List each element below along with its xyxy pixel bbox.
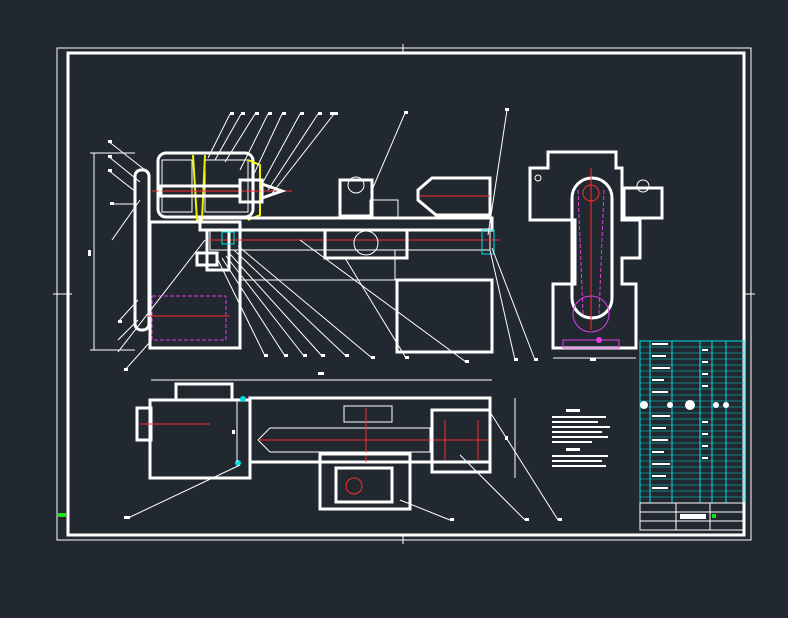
technical-notes (552, 409, 610, 467)
sheet-border (53, 44, 755, 544)
leader-lines (107, 109, 559, 521)
leader-tags (88, 108, 596, 521)
side-view (528, 150, 664, 359)
parts-list-table (639, 340, 745, 531)
top-view (135, 379, 516, 511)
dimension-lines (90, 152, 238, 462)
front-view (133, 151, 500, 354)
